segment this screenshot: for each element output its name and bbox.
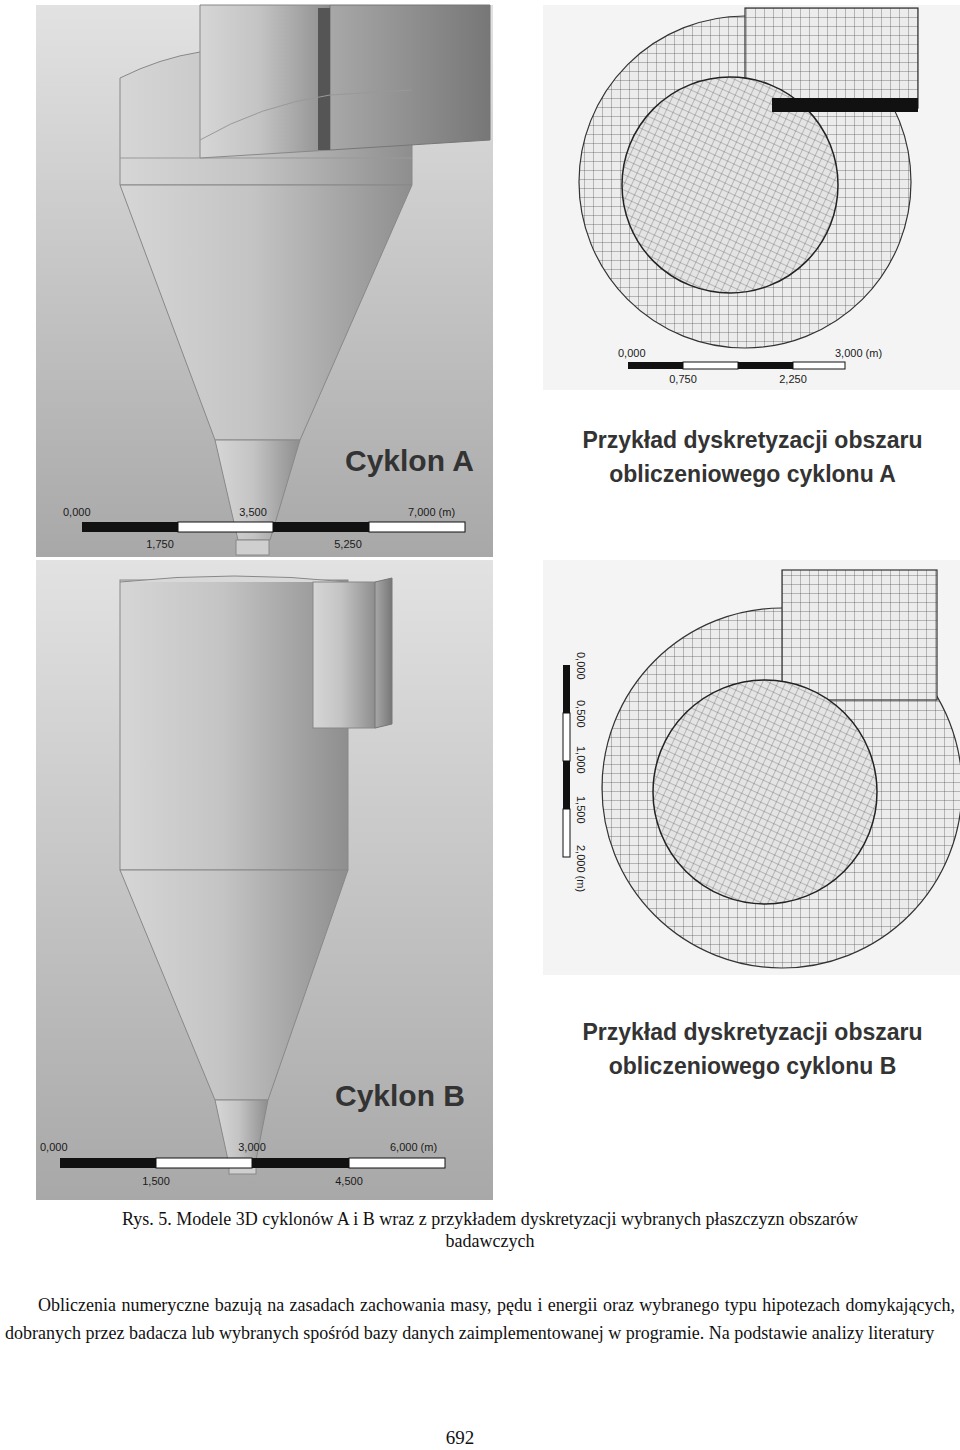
page-number: 692 (446, 1427, 475, 1449)
seam (120, 158, 412, 159)
panel-ground (36, 560, 493, 1200)
inlet-slot (318, 8, 330, 150)
scale-value: 3,000 (238, 1141, 266, 1154)
scale-segment (369, 522, 465, 532)
scale-value: 1,500 (142, 1175, 170, 1188)
outlet (236, 540, 269, 555)
cone (120, 185, 412, 440)
scale-segment (156, 1158, 252, 1168)
scale-segment (178, 522, 273, 532)
scale-segment (563, 665, 570, 713)
scale-segment (252, 1158, 349, 1168)
body-paragraph: Obliczenia numeryczne bazują na zasadach… (5, 1292, 955, 1347)
scale-segment (683, 362, 738, 369)
cone (120, 870, 348, 1100)
inlet-wall (772, 98, 918, 112)
cyclone-a-model (120, 5, 490, 555)
mesh-a (579, 8, 918, 348)
scale-value: 1,500 (574, 796, 587, 824)
scale-segment (82, 522, 178, 532)
scale-bar (563, 665, 570, 857)
scale-value: 0,000 (618, 347, 646, 360)
scale-value: 0,750 (669, 373, 697, 386)
inlet-side (375, 578, 392, 728)
panel-heading: Przykład dyskretyzacji obszaru obliczeni… (540, 423, 960, 491)
model-title: Cyklon B (335, 1078, 465, 1114)
panel-ground (543, 5, 960, 390)
scale-value: 0,000 (574, 652, 587, 680)
scale-value: 7,000 (m) (408, 506, 455, 519)
scale-segment (273, 522, 369, 532)
mesh-inlet (782, 570, 937, 700)
cylinder-top (120, 576, 348, 582)
scale-value: 6,000 (m) (390, 1141, 437, 1154)
panel-heading: Przykład dyskretyzacji obszaru obliczeni… (540, 1015, 960, 1083)
scale-segment (628, 362, 683, 369)
scale-value: 0,000 (63, 506, 91, 519)
panel-ground (36, 5, 493, 557)
scale-value: 3,500 (239, 506, 267, 519)
scale-value: 5,250 (334, 538, 362, 551)
model-title: Cyklon A (345, 443, 474, 479)
inlet-side (330, 5, 490, 150)
scale-bar (60, 1158, 445, 1168)
helix-edge (200, 90, 412, 140)
panel-ground (543, 560, 960, 975)
scale-segment (793, 362, 845, 369)
mesh-b (602, 570, 960, 968)
scale-value: 2,000 (m) (574, 845, 587, 892)
inlet-front (200, 5, 330, 158)
scale-segment (563, 761, 570, 809)
inlet-front (313, 582, 375, 728)
mesh-inner (653, 680, 877, 904)
scale-bar (82, 522, 465, 532)
figure-caption: Rys. 5. Modele 3D cyklonów A i B wraz z … (110, 1208, 870, 1252)
scale-segment (60, 1158, 156, 1168)
scale-value: 2,250 (779, 373, 807, 386)
scale-value: 0,000 (40, 1141, 68, 1154)
scale-segment (349, 1158, 445, 1168)
scale-value: 4,500 (335, 1175, 363, 1188)
scale-segment (563, 713, 570, 761)
scale-value: 1,000 (574, 746, 587, 774)
scale-value: 1,750 (146, 538, 174, 551)
scale-bar (628, 362, 845, 369)
scale-value: 3,000 (m) (835, 347, 882, 360)
scale-segment (563, 809, 570, 857)
scale-segment (738, 362, 793, 369)
scale-value: 0,500 (574, 700, 587, 728)
lower-cone (215, 1100, 268, 1160)
